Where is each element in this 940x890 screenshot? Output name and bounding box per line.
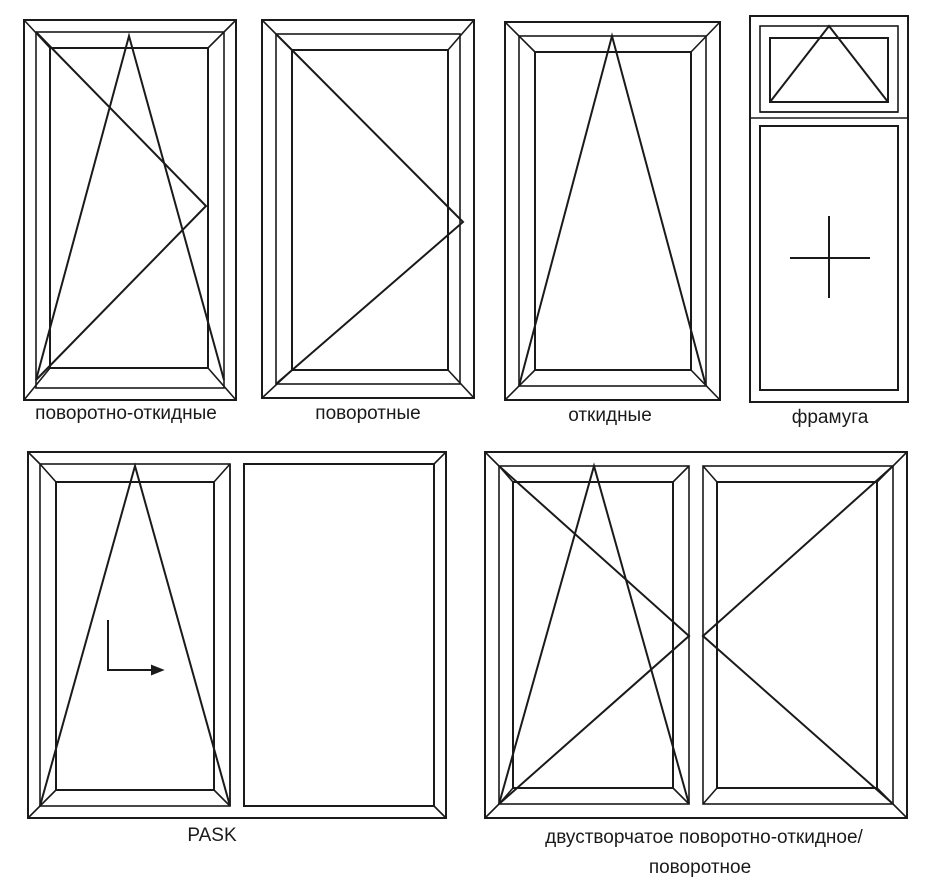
window-pask [27, 451, 447, 819]
window-turn [261, 19, 475, 399]
caption-pask: PASK [187, 825, 237, 846]
caption-tilt: откидные [568, 405, 652, 426]
caption-double-leaf-line2: поворотное [648, 857, 752, 878]
caption-turn: поворотные [315, 403, 421, 424]
window-tilt-turn [23, 19, 237, 401]
caption-tilt-turn: поворотно-откидные [35, 403, 217, 424]
caption-transom: фрамуга [791, 407, 869, 428]
window-transom [749, 15, 909, 403]
caption-double-leaf-line1: двустворчатое поворотно-откидное/ [545, 827, 863, 848]
window-double-leaf [484, 451, 908, 819]
window-tilt [504, 21, 721, 401]
